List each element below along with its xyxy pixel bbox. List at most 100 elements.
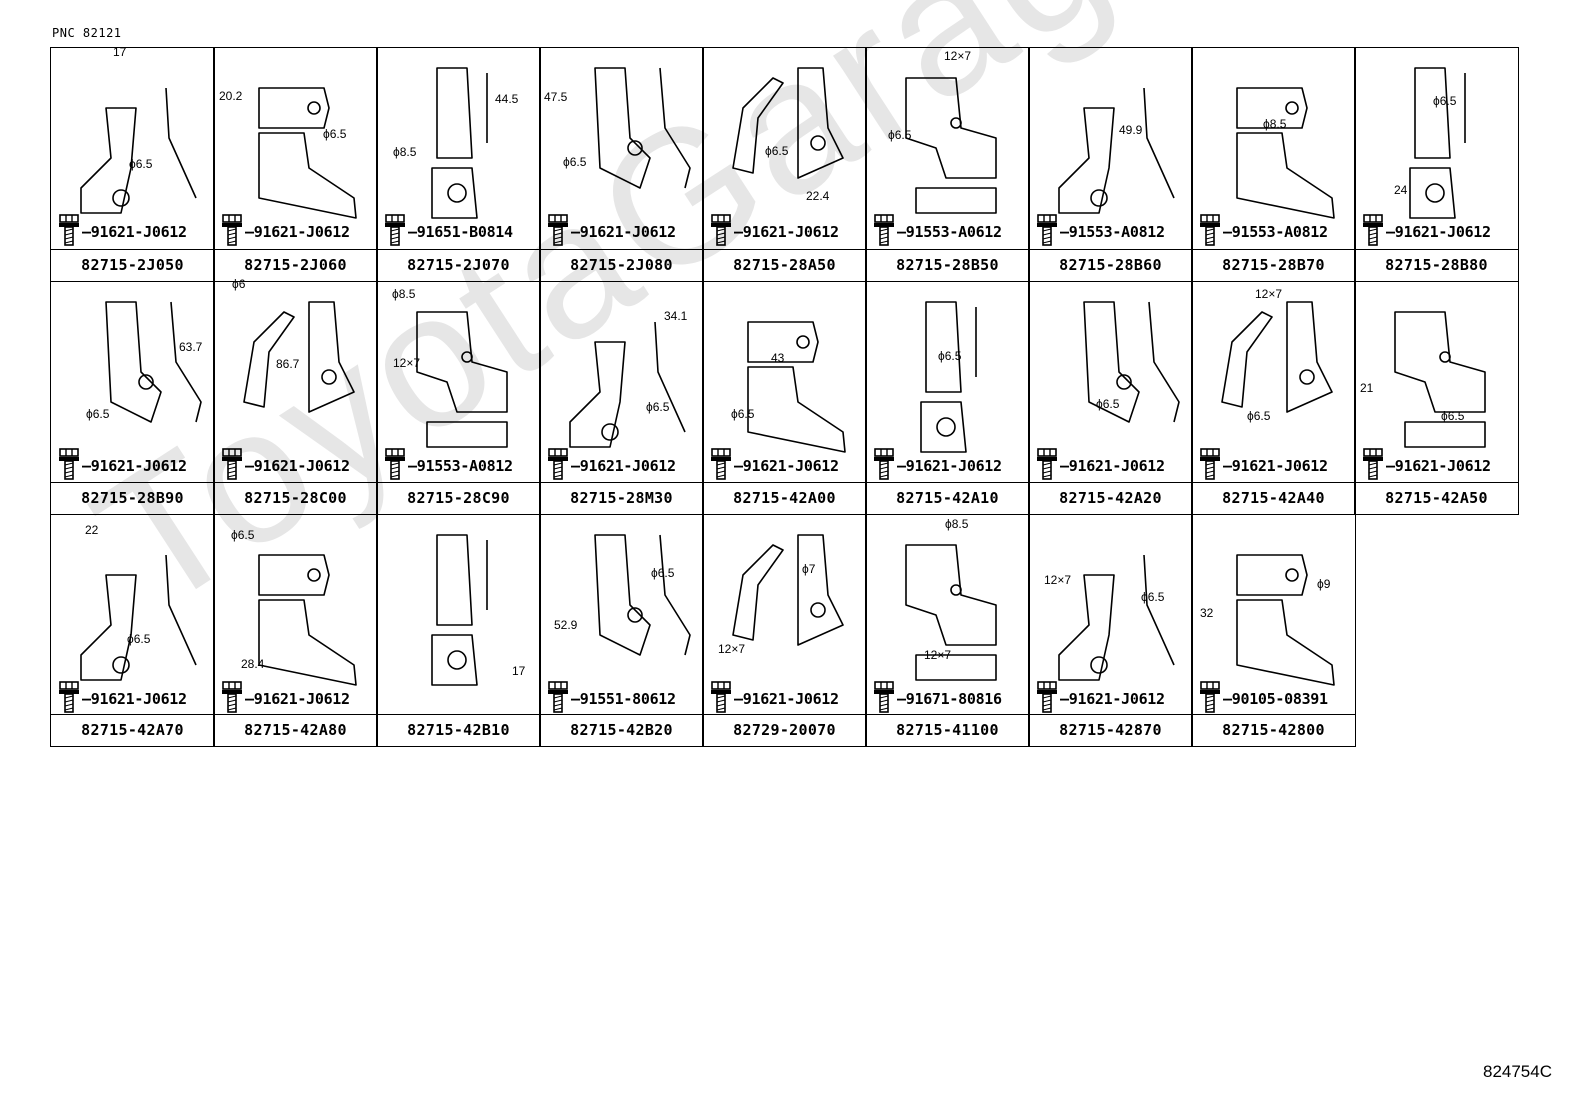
part-cell[interactable]: —91553-A0612 82715-28B50 12×7 ϕ6.5	[865, 47, 1030, 282]
bolt-part-number: —91553-A0612	[897, 223, 1002, 241]
part-number[interactable]: 82715-42870	[1029, 714, 1192, 746]
part-number[interactable]: 82715-2J050	[51, 249, 214, 281]
bolt-icon	[548, 214, 568, 246]
dimension-label: ϕ6.5	[563, 155, 587, 169]
part-drawing	[1058, 554, 1175, 681]
bolt-icon	[1200, 681, 1220, 713]
part-drawing	[920, 301, 977, 453]
dimension-label: 12×7	[944, 49, 972, 63]
part-number[interactable]: 82715-28C00	[214, 482, 377, 514]
part-drawing	[80, 554, 197, 681]
part-number[interactable]: 82715-42B10	[377, 714, 540, 746]
part-number[interactable]: 82715-28B90	[51, 482, 214, 514]
bolt-icon	[1200, 214, 1220, 246]
part-number[interactable]: 82715-42A70	[51, 714, 214, 746]
part-number[interactable]: 82715-42A40	[1192, 482, 1355, 514]
part-number[interactable]: 82715-28B70	[1192, 249, 1355, 281]
dimension-label: ϕ6.5	[765, 144, 789, 158]
part-drawing	[594, 67, 691, 189]
dimension-label: 12×7	[718, 642, 746, 656]
part-cell[interactable]: —91621-J0612 82715-2J060 20.2 ϕ6.5	[213, 47, 378, 282]
dimension-label: ϕ6.5	[1096, 397, 1120, 411]
part-drawing	[105, 301, 202, 423]
bolt-icon	[222, 681, 242, 713]
part-drawing	[258, 554, 357, 686]
part-number[interactable]: 82715-2J080	[540, 249, 703, 281]
dimension-label: 49.9	[1119, 123, 1143, 137]
part-number[interactable]: 82715-42A00	[703, 482, 866, 514]
bolt-icon	[222, 214, 242, 246]
part-drawing	[431, 67, 488, 219]
dimension-label: ϕ6.5	[1433, 94, 1457, 108]
part-number[interactable]: 82715-42A80	[214, 714, 377, 746]
part-number[interactable]: 82715-28C90	[377, 482, 540, 514]
bolt-icon	[711, 681, 731, 713]
bolt-icon	[1200, 448, 1220, 480]
dimension-label: ϕ8.5	[393, 145, 417, 159]
dimension-label: 47.5	[544, 90, 568, 104]
dimension-label: 12×7	[393, 356, 421, 370]
dimension-label: ϕ6.5	[323, 127, 347, 141]
bolt-icon	[385, 214, 405, 246]
part-number[interactable]: 82715-28B80	[1355, 249, 1518, 281]
part-number[interactable]: 82715-42800	[1192, 714, 1355, 746]
bolt-icon	[222, 448, 242, 480]
part-number[interactable]: 82715-2J070	[377, 249, 540, 281]
bolt-part-number: —91621-J0612	[1060, 690, 1165, 708]
bolt-part-number: —91621-J0612	[1386, 457, 1491, 475]
part-number[interactable]: 82715-2J060	[214, 249, 377, 281]
part-number[interactable]: 82715-42A50	[1355, 482, 1518, 514]
part-drawing	[258, 87, 357, 219]
part-number[interactable]: 82715-28B60	[1029, 249, 1192, 281]
dimension-label: 52.9	[554, 618, 578, 632]
dimension-label: 12×7	[1044, 573, 1072, 587]
dimension-label: ϕ6.5	[888, 128, 912, 142]
part-number[interactable]: 82715-41100	[866, 714, 1029, 746]
part-number[interactable]: 82715-28M30	[540, 482, 703, 514]
part-number[interactable]: 82715-28B50	[866, 249, 1029, 281]
part-number[interactable]: 82729-20070	[703, 714, 866, 746]
part-drawing	[1221, 301, 1333, 413]
bolt-icon	[59, 681, 79, 713]
dimension-label: ϕ6.5	[86, 407, 110, 421]
part-drawing	[905, 77, 997, 214]
part-number[interactable]: 82715-42B20	[540, 714, 703, 746]
part-drawing	[1236, 554, 1335, 686]
part-drawing	[1236, 87, 1335, 219]
part-number[interactable]: 82715-42A20	[1029, 482, 1192, 514]
bolt-part-number: —91621-J0612	[82, 457, 187, 475]
bolt-icon	[59, 214, 79, 246]
bolt-part-number: —91553-A0812	[408, 457, 513, 475]
bolt-part-number: —91621-J0612	[1223, 457, 1328, 475]
dimension-label: 20.2	[219, 89, 243, 103]
part-number[interactable]: 82715-42A10	[866, 482, 1029, 514]
dimension-label: ϕ8.5	[945, 517, 969, 531]
bolt-icon	[385, 448, 405, 480]
part-number[interactable]: 82715-28A50	[703, 249, 866, 281]
bolt-part-number: —91621-J0612	[245, 223, 350, 241]
